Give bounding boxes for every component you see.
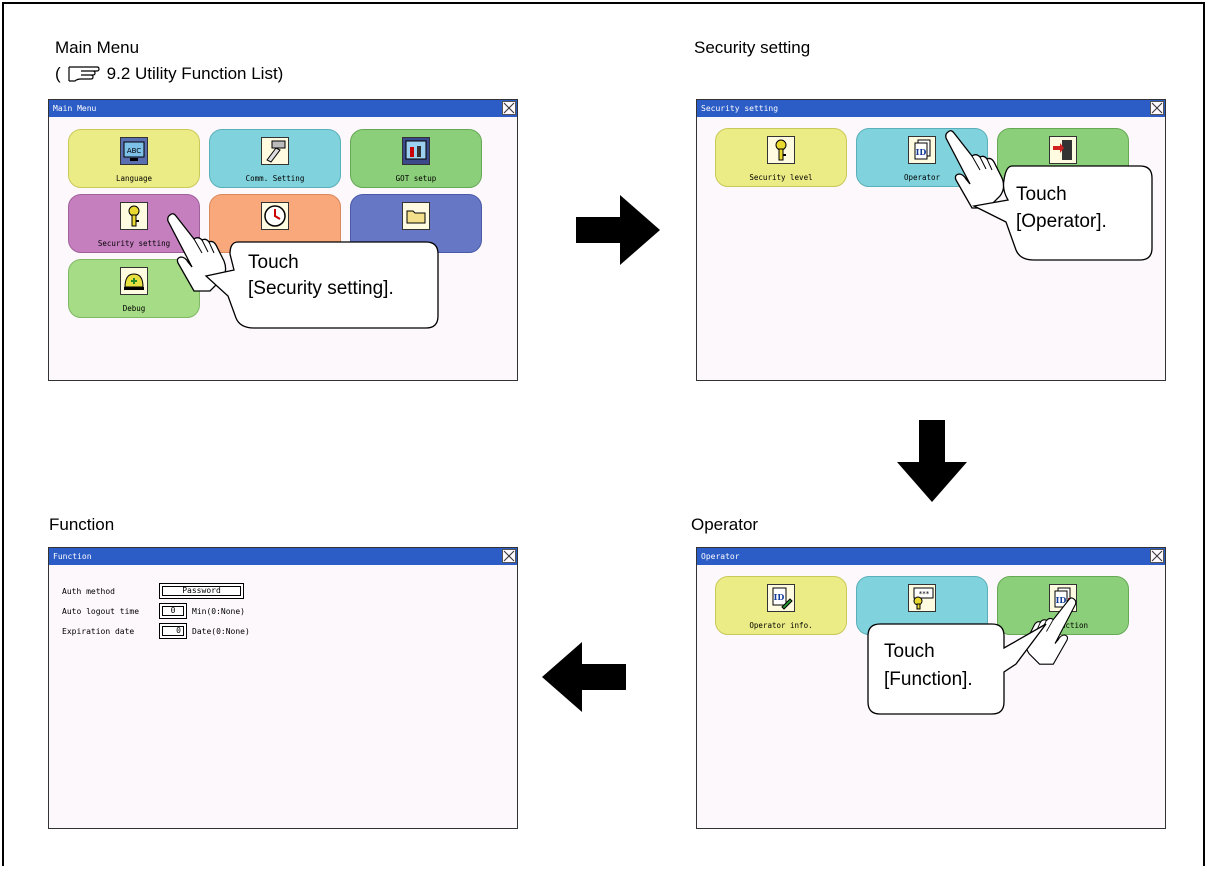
callout-operator: Touch [Operator].	[968, 160, 1158, 265]
main-menu-close-button[interactable]	[502, 101, 516, 115]
security-setting-titlebar: Security setting	[697, 100, 1165, 117]
auth-method-field[interactable]: Password	[159, 583, 244, 599]
tile-label: Debug	[122, 304, 146, 313]
function-title: Function	[53, 552, 92, 561]
id-edit-icon: ID	[767, 584, 795, 612]
arrow-right-icon	[576, 195, 660, 265]
tile-label: Function	[1051, 621, 1089, 630]
main-menu-screen: Main Menu ABC Language Comm. Setting GOT…	[48, 99, 518, 381]
close-icon	[1151, 102, 1163, 114]
tile-operator-info[interactable]: ID Operator info.	[715, 576, 847, 635]
folder-icon	[402, 202, 430, 230]
callout-line-2: [Function].	[884, 669, 973, 690]
callout-line-1: Touch	[884, 641, 935, 662]
function-titlebar: Function	[49, 548, 517, 565]
got-monitor-icon	[402, 137, 430, 165]
auth-method-label: Auth method	[62, 587, 115, 596]
auto-logout-field[interactable]: 0	[159, 603, 187, 619]
callout-function: Touch [Function].	[864, 612, 1054, 722]
arrow-left-icon	[542, 642, 626, 712]
callout-line-2: [Operator].	[1016, 211, 1107, 232]
debug-helmet-icon	[120, 267, 148, 295]
pointing-hand-icon	[167, 213, 227, 292]
expiration-date-label: Expiration date	[62, 627, 135, 636]
caption-main-menu: Main Menu	[55, 38, 140, 57]
id-password-icon: ***	[908, 584, 936, 612]
function-close-button[interactable]	[502, 549, 516, 563]
caption-operator: Operator	[691, 515, 759, 534]
tile-label: Language	[115, 174, 153, 183]
security-setting-title: Security setting	[701, 104, 779, 113]
svg-text:ID: ID	[774, 592, 785, 602]
tile-got-setup[interactable]: GOT setup	[350, 129, 482, 188]
tile-label: GOT setup	[395, 174, 437, 183]
auto-logout-unit: Min(0:None)	[192, 607, 245, 616]
tile-label: Security level	[749, 173, 813, 182]
callout-security: Touch [Security setting].	[200, 236, 445, 336]
auto-logout-label: Auto logout time	[62, 607, 140, 616]
operator-close-button[interactable]	[1150, 549, 1164, 563]
tile-debug[interactable]: Debug	[68, 259, 200, 318]
tile-label: Operator info.	[749, 621, 813, 630]
caption-security-setting: Security setting	[694, 38, 811, 57]
svg-text:ID: ID	[916, 147, 927, 157]
operator-title: Operator	[701, 552, 740, 561]
exit-door-icon	[1049, 136, 1077, 164]
expiration-date-unit: Date(0:None)	[192, 627, 250, 636]
tile-language[interactable]: ABC Language	[68, 129, 200, 188]
svg-text:ID: ID	[1056, 595, 1067, 605]
id-card-icon: ID	[908, 136, 936, 164]
abc-monitor-icon: ABC	[120, 137, 148, 165]
callout-line-1: Touch	[248, 252, 299, 273]
main-menu-title: Main Menu	[53, 104, 97, 113]
arrow-down-icon	[897, 420, 967, 502]
clock-icon	[261, 202, 289, 230]
key-icon	[120, 202, 148, 230]
main-menu-titlebar: Main Menu	[49, 100, 517, 117]
callout-bubble-security	[204, 241, 439, 329]
expiration-date-field[interactable]: 0	[159, 623, 187, 639]
tile-security-level[interactable]: Security level	[715, 128, 847, 187]
callout-line-2: [Security setting].	[248, 278, 394, 299]
pointing-hand-icon	[945, 130, 1005, 209]
tile-label: Comm. Setting	[245, 174, 305, 183]
function-screen: Function Auth method Password Auto logou…	[48, 547, 518, 829]
callout-line-1: Touch	[1016, 184, 1067, 205]
tile-label: Operator	[903, 173, 941, 182]
svg-text:***: ***	[919, 590, 930, 598]
connector-icon	[261, 137, 289, 165]
tile-label: Security setting	[97, 239, 171, 248]
close-icon	[1151, 550, 1163, 562]
tile-comm-setting[interactable]: Comm. Setting	[209, 129, 341, 188]
close-icon	[503, 550, 515, 562]
svg-text:ABC: ABC	[127, 147, 141, 155]
ref-link-text[interactable]: 9.2 Utility Function List)	[106, 64, 284, 83]
operator-titlebar: Operator	[697, 548, 1165, 565]
caption-function: Function	[49, 515, 115, 534]
key-icon	[767, 136, 795, 164]
security-setting-close-button[interactable]	[1150, 101, 1164, 115]
ref-open-paren: (	[55, 64, 61, 83]
callout-bubble-function	[867, 623, 1047, 715]
close-icon	[503, 102, 515, 114]
pointing-hand-reference-icon	[68, 66, 100, 82]
callout-bubble-operator	[971, 165, 1153, 261]
reference-line: ( 9.2 Utility Function List)	[55, 64, 283, 84]
